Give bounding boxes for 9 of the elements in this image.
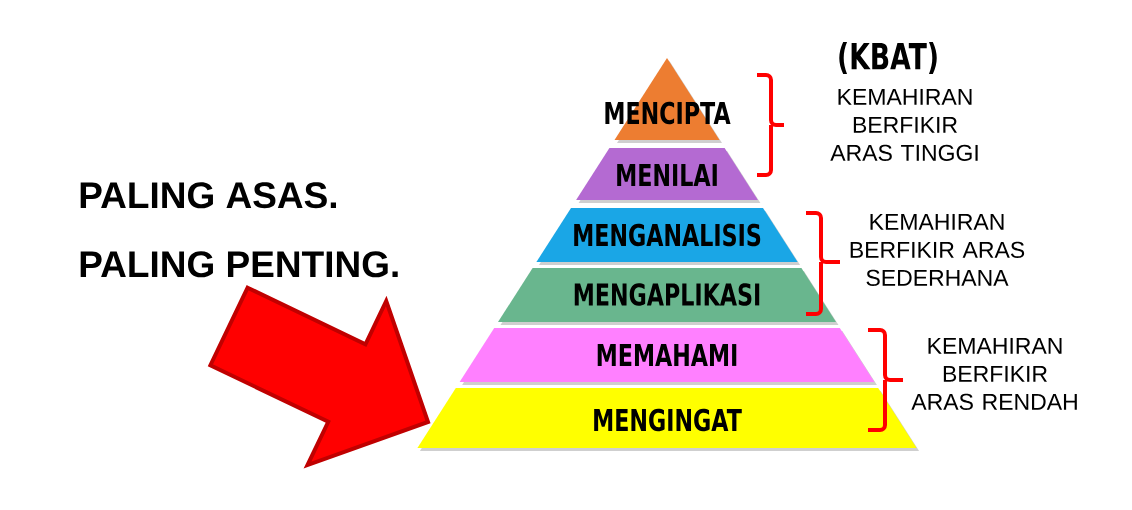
- slogan-text: PALING ASAS.: [80, 182, 336, 209]
- pyramid-layer: MENILAI: [576, 148, 761, 203]
- heading: (KBAT): [839, 41, 937, 75]
- pyramid-layer: MENGANALISIS: [536, 208, 801, 265]
- pyramid-layer: MEMAHAMI: [459, 328, 877, 385]
- slogan-text: PALING PENTING.: [80, 251, 398, 278]
- side-note: KEMAHIRAN BERFIKIR ARAS SEDERHANA: [850, 213, 1025, 286]
- side-note: KEMAHIRAN BERFIKIR ARAS TINGGI: [830, 88, 978, 161]
- pyramid-layer: MENGAPLIKASI: [498, 268, 839, 325]
